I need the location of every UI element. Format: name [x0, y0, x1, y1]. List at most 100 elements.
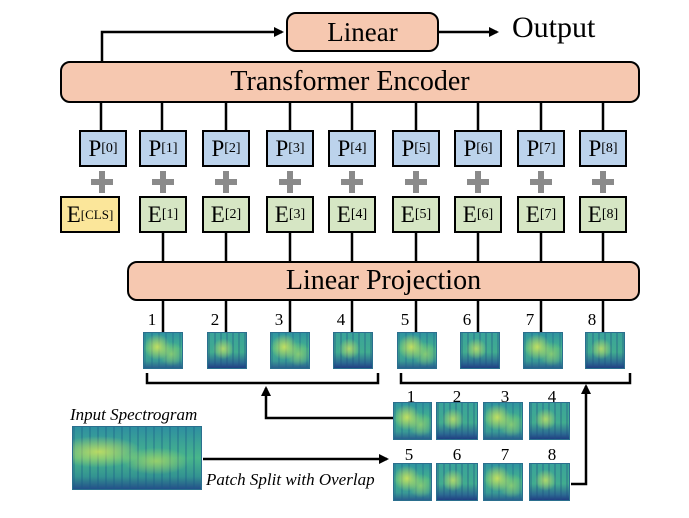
transformer-encoder-label: Transformer Encoder — [230, 66, 470, 97]
position-token-1: P[1] — [139, 130, 187, 167]
grid-number-6: 6 — [452, 445, 462, 464]
position-token-6: P[6] — [454, 130, 502, 167]
embedding-token-sub: [2] — [224, 206, 242, 222]
spectrogram-patch-6 — [460, 332, 500, 369]
left-bracket — [145, 373, 380, 385]
output-label: Output — [512, 11, 596, 44]
embedding-token-4: E[4] — [328, 196, 376, 233]
plus-icon — [530, 171, 552, 193]
embedding-token-sub: [7] — [539, 206, 557, 222]
grid-patch-7 — [483, 463, 523, 501]
patch-number-6: 6 — [462, 310, 472, 329]
position-token-base: P — [337, 135, 351, 161]
grid-patch-4 — [529, 402, 570, 440]
grid-number-7: 7 — [500, 445, 510, 464]
spectrogram-patch-4 — [333, 332, 373, 369]
embedding-token-2: E[2] — [202, 196, 250, 233]
position-token-base: P — [463, 135, 477, 161]
plus-icon — [341, 171, 363, 193]
transformer-encoder-block: Transformer Encoder — [60, 61, 640, 103]
embedding-token-sub: [5] — [414, 206, 432, 222]
position-token-sub: [4] — [350, 140, 367, 156]
patch-split-caption: Patch Split with Overlap — [206, 470, 375, 489]
embedding-token-base: E — [400, 201, 415, 227]
spectrogram-patch-8 — [585, 332, 625, 369]
embedding-token-sub: [6] — [476, 206, 494, 222]
patch-number-8: 8 — [587, 310, 597, 329]
spectrogram-patch-3 — [270, 332, 310, 369]
grid-bottom-to-bracket-line — [571, 384, 591, 486]
grid-number-4: 4 — [547, 387, 557, 406]
embedding-token-3: E[3] — [266, 196, 314, 233]
embedding-token-base: E — [274, 201, 289, 227]
embedding-token-base: E — [210, 201, 225, 227]
grid-patch-6 — [436, 463, 478, 501]
embedding-token-sub: [CLS] — [80, 206, 114, 222]
grid-number-5: 5 — [404, 445, 414, 464]
embedding-token-8: E[8] — [579, 196, 627, 233]
input-spectrogram-caption: Input Spectrogram — [70, 405, 198, 424]
patch-number-3: 3 — [274, 310, 284, 329]
spectrogram-patch-7 — [523, 332, 563, 369]
position-token-0: P[0] — [79, 130, 127, 167]
position-token-sub: [2] — [224, 140, 241, 156]
embedding-token-sub: [8] — [601, 206, 619, 222]
linear-projection-label: Linear Projection — [285, 265, 482, 296]
position-token-base: P — [148, 135, 162, 161]
grid-number-8: 8 — [547, 445, 557, 464]
position-token-7: P[7] — [517, 130, 565, 167]
position-token-sub: [8] — [601, 140, 618, 156]
embedding-token-1: E[1] — [139, 196, 187, 233]
position-token-2: P[2] — [202, 130, 250, 167]
position-token-base: P — [275, 135, 289, 161]
plus-icon — [152, 171, 174, 193]
embedding-token-5: E[5] — [392, 196, 440, 233]
position-token-5: P[5] — [392, 130, 440, 167]
linear-head-label: Linear — [327, 16, 398, 47]
embedding-token-7: E[7] — [517, 196, 565, 233]
plus-icon — [91, 171, 113, 193]
linear-projection-block: Linear Projection — [127, 261, 640, 301]
position-token-base: P — [588, 135, 602, 161]
right-bracket — [399, 373, 632, 385]
position-token-8: P[8] — [579, 130, 627, 167]
cls-to-linear-line — [100, 27, 284, 61]
grid-number-3: 3 — [500, 387, 510, 406]
embedding-token-sub: [4] — [350, 206, 368, 222]
input-spectrogram-image — [72, 426, 202, 490]
spectrogram-patch-2 — [207, 332, 247, 369]
grid-patch-5 — [393, 463, 432, 501]
plus-icon — [215, 171, 237, 193]
plus-icon — [592, 171, 614, 193]
position-token-base: P — [211, 135, 225, 161]
embedding-token-sub: [3] — [288, 206, 306, 222]
embedding-token-sub: [1] — [161, 206, 179, 222]
plus-icon — [467, 171, 489, 193]
grid-number-2: 2 — [452, 387, 462, 406]
embedding-token-base: E — [462, 201, 477, 227]
patch-number-4: 4 — [336, 310, 346, 329]
spectrogram-patch-5 — [397, 332, 437, 369]
patch-number-5: 5 — [400, 310, 410, 329]
patch-number-2: 2 — [210, 310, 220, 329]
position-token-4: P[4] — [328, 130, 376, 167]
plus-icon — [405, 171, 427, 193]
grid-patch-3 — [483, 402, 523, 440]
grid-patch-8 — [529, 463, 570, 501]
linear-head-block: Linear — [286, 12, 439, 52]
grid-patch-1 — [393, 402, 432, 440]
position-token-sub: [6] — [476, 140, 493, 156]
embedding-token-base: E — [147, 201, 162, 227]
position-token-base: P — [88, 135, 102, 161]
position-token-base: P — [401, 135, 415, 161]
grid-number-1: 1 — [406, 387, 416, 406]
embedding-token-base: E — [336, 201, 351, 227]
grid-top-to-bracket-line — [261, 386, 393, 420]
position-token-sub: [5] — [414, 140, 431, 156]
embedding-token-base: E — [525, 201, 540, 227]
position-token-sub: [0] — [101, 140, 118, 156]
embedding-token-cls: E[CLS] — [60, 196, 120, 233]
grid-patch-2 — [436, 402, 478, 440]
